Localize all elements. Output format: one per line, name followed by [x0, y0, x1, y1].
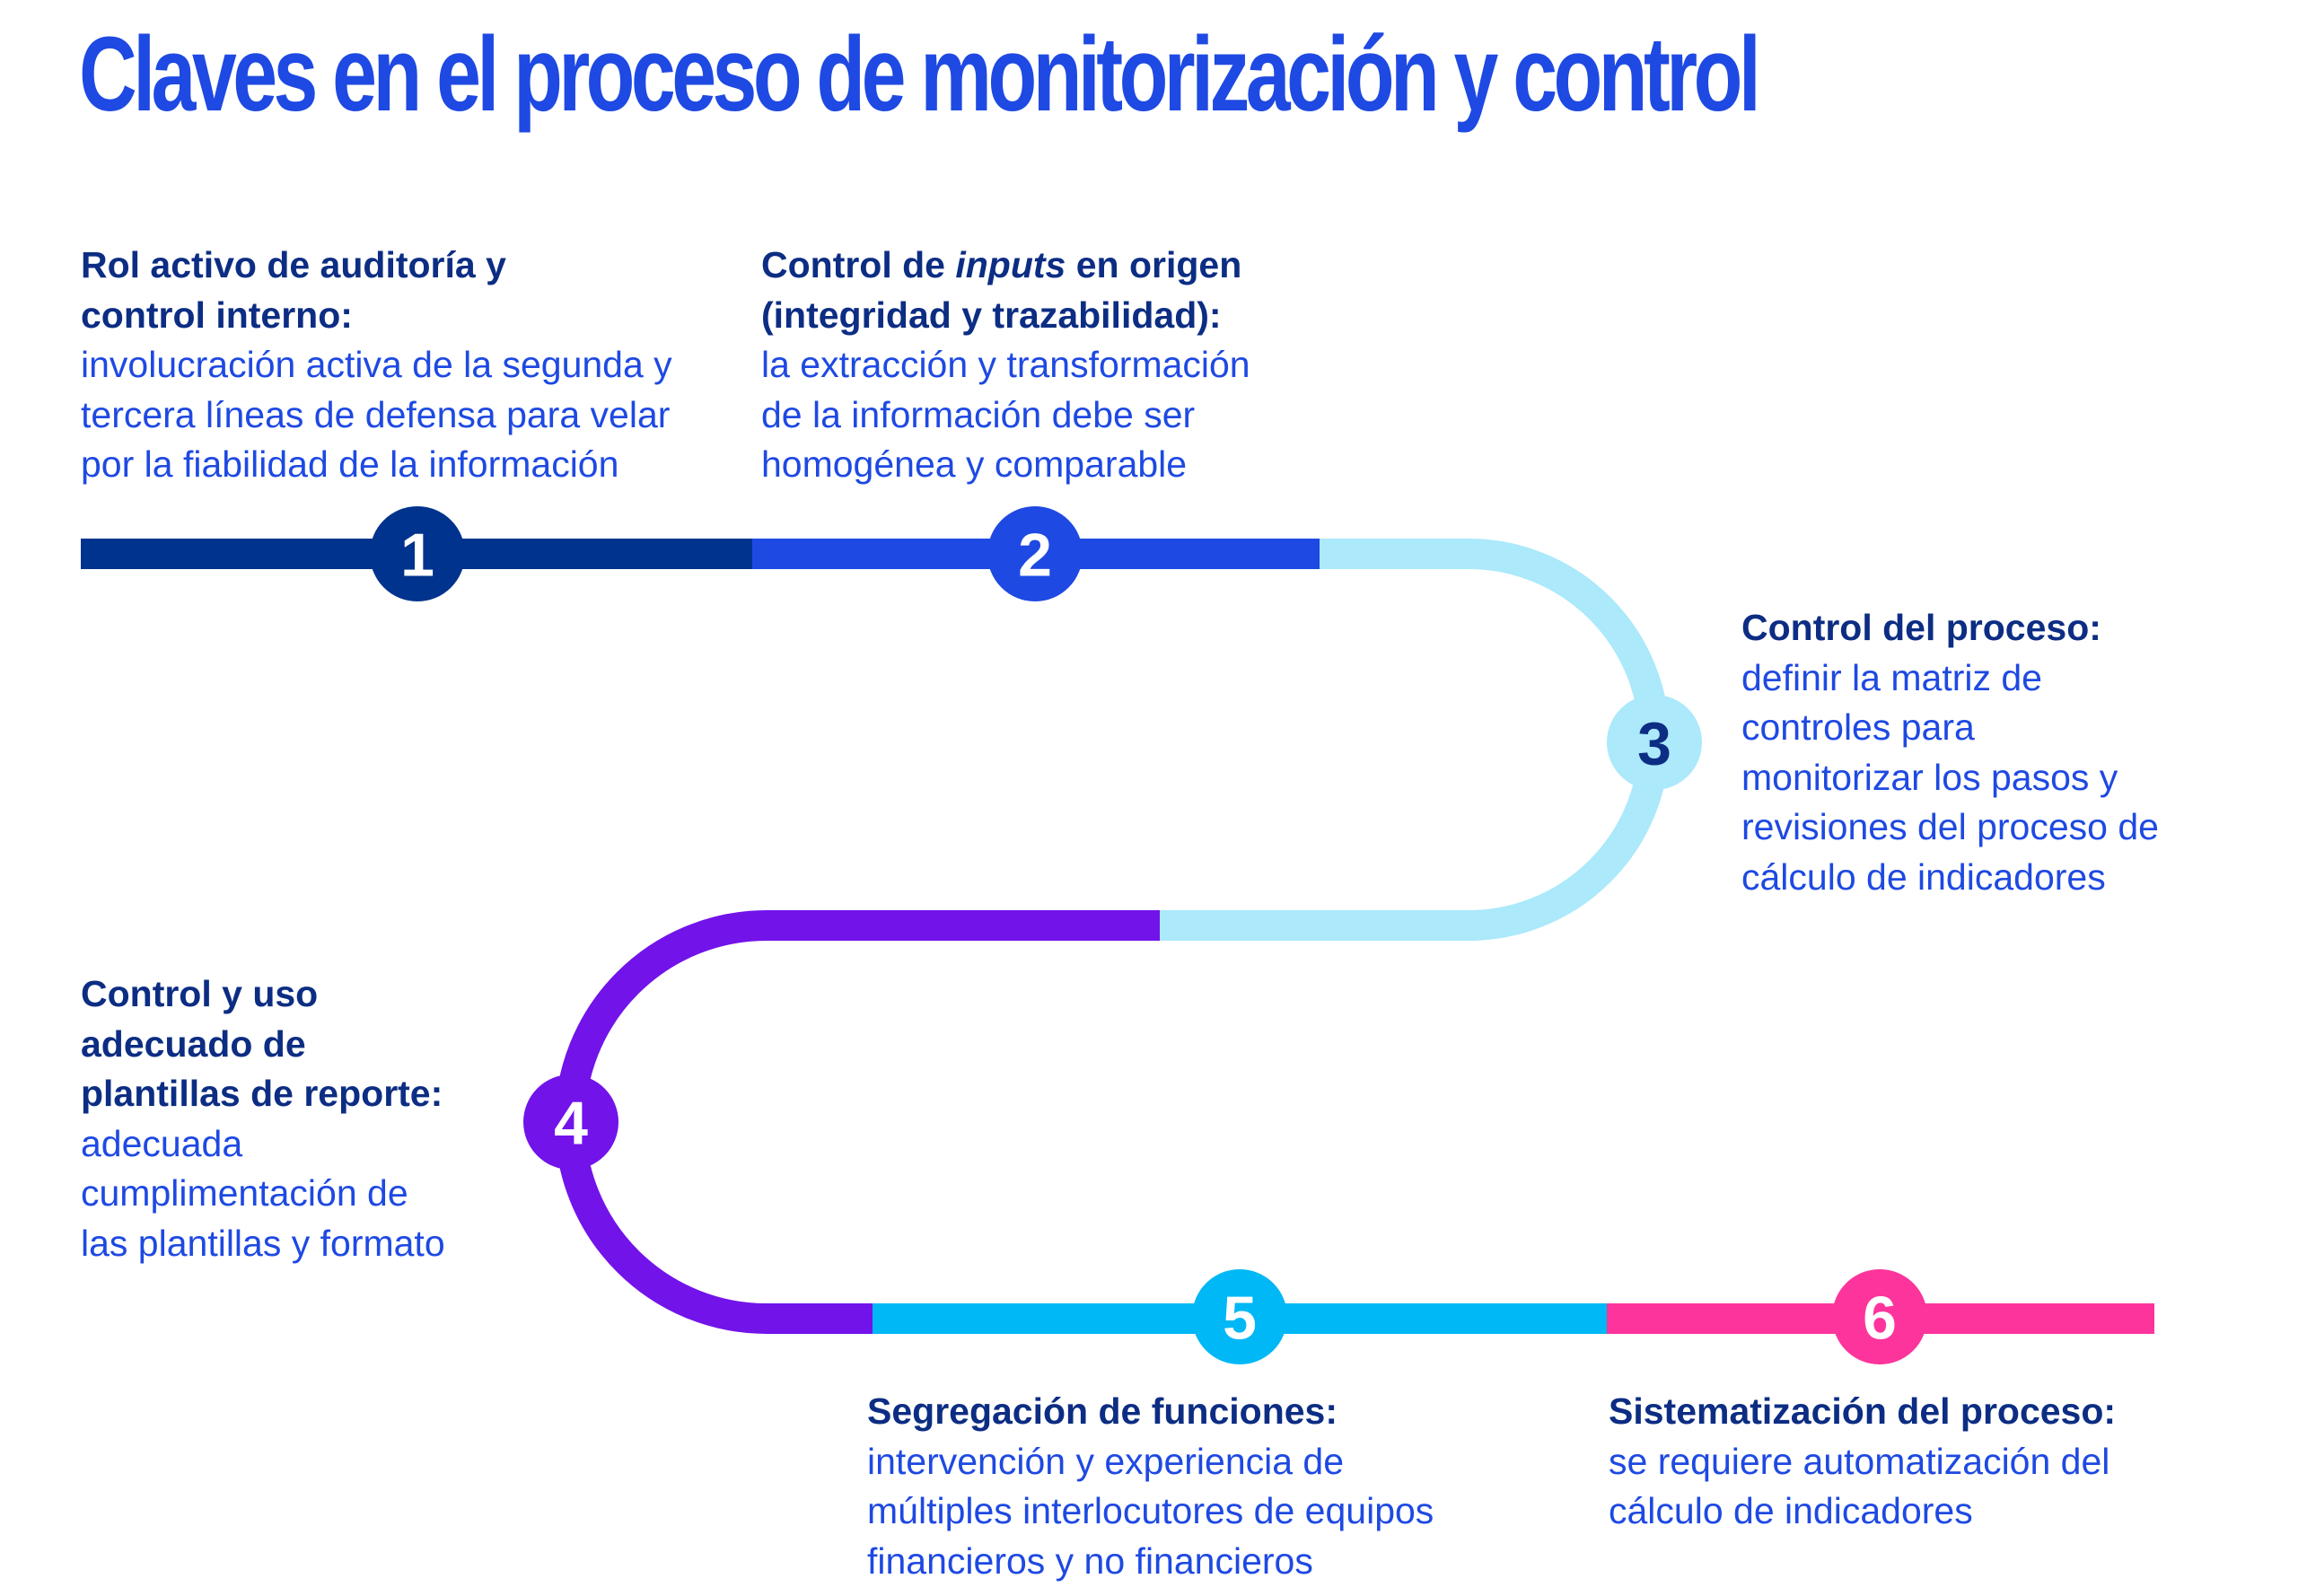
step-number-2: 2	[1018, 521, 1052, 589]
page-title: Claves en el proceso de monitorización y…	[79, 15, 1761, 134]
step-marker-3: 3	[1607, 695, 1702, 790]
step-number-5: 5	[1223, 1284, 1257, 1352]
step-number-3: 3	[1637, 709, 1671, 777]
step-4-body: adecuada cumplimentación de las plantill…	[81, 1122, 445, 1264]
step-4-heading: Control y uso adecuado de plantillas de …	[81, 973, 443, 1114]
step-number-1: 1	[400, 521, 434, 589]
path-segment-3	[1160, 539, 1670, 941]
step-3-heading: Control del proceso:	[1741, 607, 2101, 648]
step-marker-4: 4	[523, 1074, 618, 1170]
step-marker-5: 5	[1192, 1269, 1287, 1364]
step-2-text: Control de inputs en origen (integridad …	[761, 241, 1336, 490]
step-1-body: involucración activa de la segunda y ter…	[81, 344, 672, 485]
step-1-heading: Rol activo de auditoría y control intern…	[81, 244, 506, 336]
step-1-text: Rol activo de auditoría y control intern…	[81, 241, 727, 490]
step-number-6: 6	[1863, 1284, 1897, 1352]
step-3-text: Control del proceso: definir la matriz d…	[1741, 603, 2280, 902]
step-5-text: Segregación de funciones: intervención y…	[867, 1387, 1531, 1586]
step-5-heading: Segregación de funciones:	[867, 1390, 1338, 1432]
step-2-body: la extracción y transformación de la inf…	[761, 344, 1250, 485]
step-marker-1: 1	[370, 506, 465, 601]
step-marker-2: 2	[987, 506, 1083, 601]
step-number-4: 4	[554, 1089, 588, 1157]
step-4-text: Control y uso adecuado de plantillas de …	[81, 969, 512, 1268]
step-2-heading: Control de inputs en origen (integridad …	[761, 241, 1336, 340]
step-2-heading-post: en origen (integridad y trazabilidad):	[761, 244, 1242, 336]
step-6-body: se requiere automatización del cálculo d…	[1609, 1440, 2110, 1532]
step-6-heading: Sistematización del proceso:	[1609, 1390, 2117, 1432]
step-marker-6: 6	[1832, 1269, 1927, 1364]
step-5-body: intervención y experiencia de múltiples …	[867, 1440, 1434, 1582]
step-6-text: Sistematización del proceso: se requiere…	[1609, 1387, 2237, 1537]
step-3-body: definir la matriz de controles para moni…	[1741, 656, 2159, 898]
step-2-heading-pre: Control de	[761, 244, 956, 285]
step-2-heading-em: inputs	[955, 244, 1066, 285]
path-segment-4	[555, 910, 1160, 1334]
